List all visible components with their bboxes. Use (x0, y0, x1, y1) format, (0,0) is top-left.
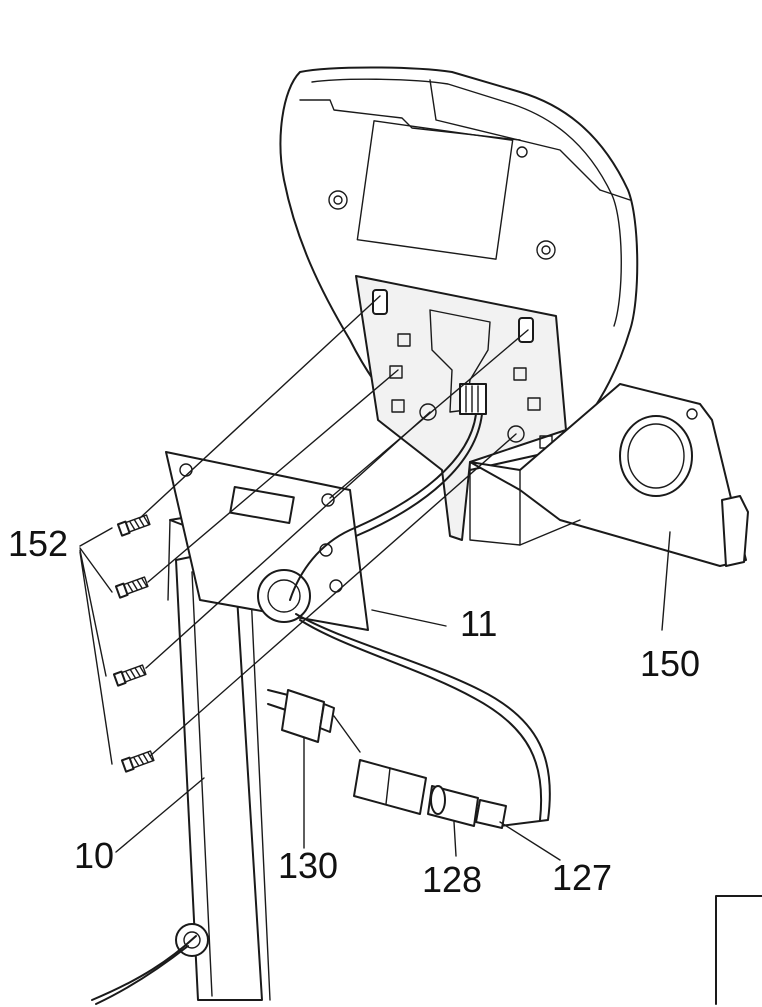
wire-harness (91, 413, 551, 1005)
callout-10: 10 (74, 835, 114, 876)
callout-11: 11 (460, 603, 497, 644)
grommet (257, 569, 311, 623)
frame-corner (715, 895, 762, 1005)
callout-128: 128 (422, 859, 482, 900)
connector-coupler (353, 759, 427, 815)
connector-130 (281, 689, 335, 743)
connector-127 (475, 799, 507, 829)
mount-bracket (469, 383, 749, 567)
callout-150: 150 (640, 643, 700, 684)
callout-127: 127 (552, 857, 612, 898)
connector-130-lead (333, 715, 361, 753)
screws (112, 514, 155, 773)
assembly-lines (139, 295, 529, 757)
callout-152: 152 (8, 523, 68, 564)
leader-lines (79, 527, 671, 861)
console-plate (165, 451, 369, 631)
callout-130: 130 (278, 845, 338, 886)
connector-128 (427, 785, 479, 827)
